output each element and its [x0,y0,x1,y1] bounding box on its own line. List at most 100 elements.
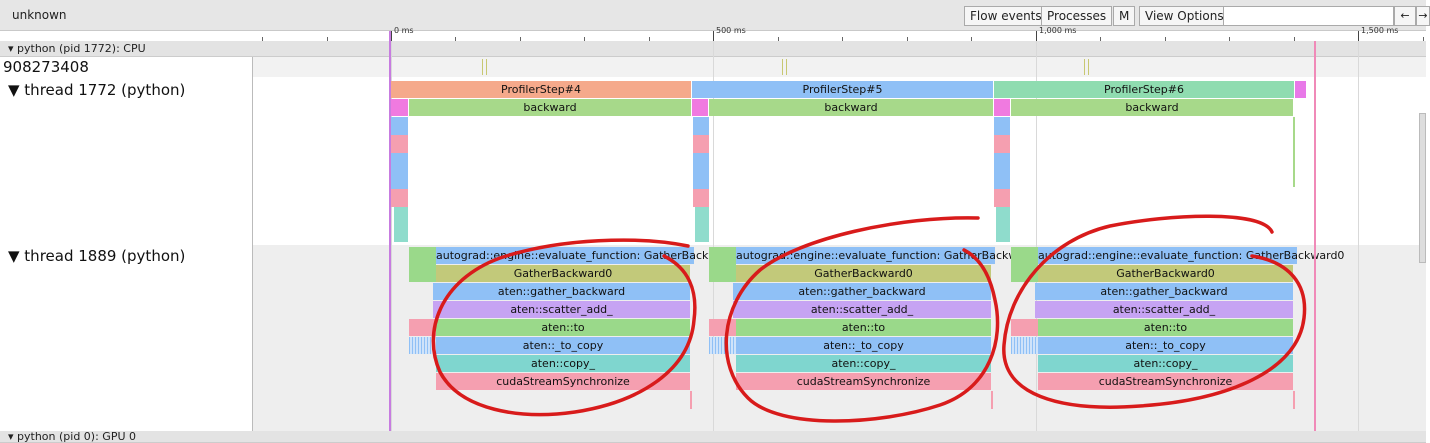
grid-line [1358,41,1359,431]
slice-small[interactable] [391,135,408,153]
slice-to-copy-2[interactable]: aten::_to_copy [736,337,991,354]
slice-small[interactable] [994,189,1010,207]
grid-line [391,41,392,431]
marker-line [1314,41,1316,431]
slice-small[interactable] [409,319,436,336]
slice-to-2[interactable]: aten::to [736,319,991,336]
slice-small[interactable] [693,117,709,135]
search-input[interactable] [1223,6,1394,26]
slice-small[interactable] [1293,391,1295,409]
slice-backward-3[interactable]: backward [1011,99,1293,116]
slice-copy-3[interactable]: aten::copy_ [1038,355,1293,372]
slice-gather-bw0-1[interactable]: GatherBackward0 [436,265,690,282]
counter-marker [1088,59,1089,75]
ruler-minor-tick [778,37,779,41]
ruler-minor-tick [262,37,263,41]
slice-small[interactable] [692,99,708,116]
process-label-gpu: ▾ python (pid 0): GPU 0 [8,430,136,443]
slice-small[interactable] [391,189,408,207]
counter-marker [782,59,783,75]
trace-title: unknown [12,8,67,22]
slice-small[interactable] [391,117,408,135]
slice-backward-1[interactable]: backward [409,99,691,116]
slice-small[interactable] [1011,319,1038,336]
slice-small[interactable] [693,153,709,189]
slice-small[interactable] [709,247,736,282]
counter-marker [486,59,487,75]
slice-small[interactable] [693,135,709,153]
counter-marker [1084,59,1085,75]
slice-scatter-add-3[interactable]: aten::scatter_add_ [1035,301,1293,318]
slice-small[interactable] [994,153,1010,189]
slice-small[interactable] [991,391,993,409]
slice-small[interactable] [391,153,408,189]
counter-marker [482,59,483,75]
slice-copy-2[interactable]: aten::copy_ [736,355,991,372]
ruler-minor-tick [1100,37,1101,41]
slice-gather-backward-3[interactable]: aten::gather_backward [1035,283,1293,300]
slice-small[interactable] [1293,117,1295,187]
slice-small[interactable] [690,391,692,409]
grid-line [1036,41,1037,431]
slice-copy-1[interactable]: aten::copy_ [436,355,690,372]
slice-small[interactable] [1011,337,1038,354]
slice-small[interactable] [996,207,1010,242]
slice-small[interactable] [409,337,436,354]
slice-small[interactable] [693,189,709,207]
track-labels-pane: 908273408 ▼ thread 1772 (python) ▼ threa… [0,57,253,431]
slice-to-3[interactable]: aten::to [1038,319,1293,336]
slice-small[interactable] [409,247,436,282]
slice-gather-bw0-2[interactable]: GatherBackward0 [736,265,991,282]
slice-to-copy-1[interactable]: aten::_to_copy [436,337,690,354]
ruler-tick [1036,31,1037,41]
slice-profilerstep-4[interactable]: ProfilerStep#4 [391,81,691,98]
slice-sync-1[interactable]: cudaStreamSynchronize [436,373,690,390]
thread-1889-label[interactable]: ▼ thread 1889 (python) [8,247,186,265]
ruler-tick [391,31,392,41]
slice-small[interactable] [994,99,1010,116]
counter-value: 908273408 [3,58,89,76]
ruler-minor-tick [649,37,650,41]
flow-events-button[interactable]: Flow events [964,6,1048,26]
slice-profilerstep-6[interactable]: ProfilerStep#6 [994,81,1294,98]
slice-gather-bw0-3[interactable]: GatherBackward0 [1038,265,1293,282]
slice-backward-2[interactable]: backward [709,99,993,116]
ruler-minor-tick [1423,37,1424,41]
slice-scatter-add-1[interactable]: aten::scatter_add_ [433,301,690,318]
slice-small[interactable] [1011,247,1038,282]
slice-small[interactable] [391,99,408,116]
slice-scatter-add-2[interactable]: aten::scatter_add_ [733,301,991,318]
thread-1772-label[interactable]: ▼ thread 1772 (python) [8,81,186,99]
slice-gather-backward-1[interactable]: aten::gather_backward [433,283,690,300]
ruler-minor-tick [1229,37,1230,41]
ruler-tick [1358,31,1359,41]
m-button[interactable]: M [1113,6,1136,26]
ruler-minor-tick [455,37,456,41]
vertical-scrollbar[interactable] [1419,113,1426,263]
view-options-button[interactable]: View Options [1139,6,1230,26]
slice-to-copy-3[interactable]: aten::_to_copy [1038,337,1293,354]
processes-button[interactable]: Processes [1041,6,1113,26]
counter-track[interactable] [253,57,1426,77]
slice-step-tail[interactable] [1295,81,1306,98]
grid-line [713,41,714,431]
ruler-minor-tick [971,37,972,41]
slice-gather-backward-2[interactable]: aten::gather_backward [733,283,991,300]
slice-small[interactable] [709,337,736,354]
ruler-minor-tick [520,37,521,41]
ruler-label-1500: 1,500 ms [1361,26,1399,35]
slice-small[interactable] [994,135,1010,153]
prev-arrow-icon[interactable]: ← [1394,6,1416,26]
slice-sync-3[interactable]: cudaStreamSynchronize [1038,373,1293,390]
slice-sync-2[interactable]: cudaStreamSynchronize [736,373,991,390]
ruler-label-500: 500 ms [716,26,746,35]
slice-profilerstep-5[interactable]: ProfilerStep#5 [692,81,993,98]
slice-small[interactable] [994,117,1010,135]
process-label-cpu: ▾ python (pid 1772): CPU [8,42,146,55]
ruler-tick [713,31,714,41]
slice-to-1[interactable]: aten::to [436,319,690,336]
ruler-minor-tick [584,37,585,41]
slice-small[interactable] [394,207,408,242]
cursor-line[interactable] [389,31,391,441]
slice-small[interactable] [695,207,709,242]
